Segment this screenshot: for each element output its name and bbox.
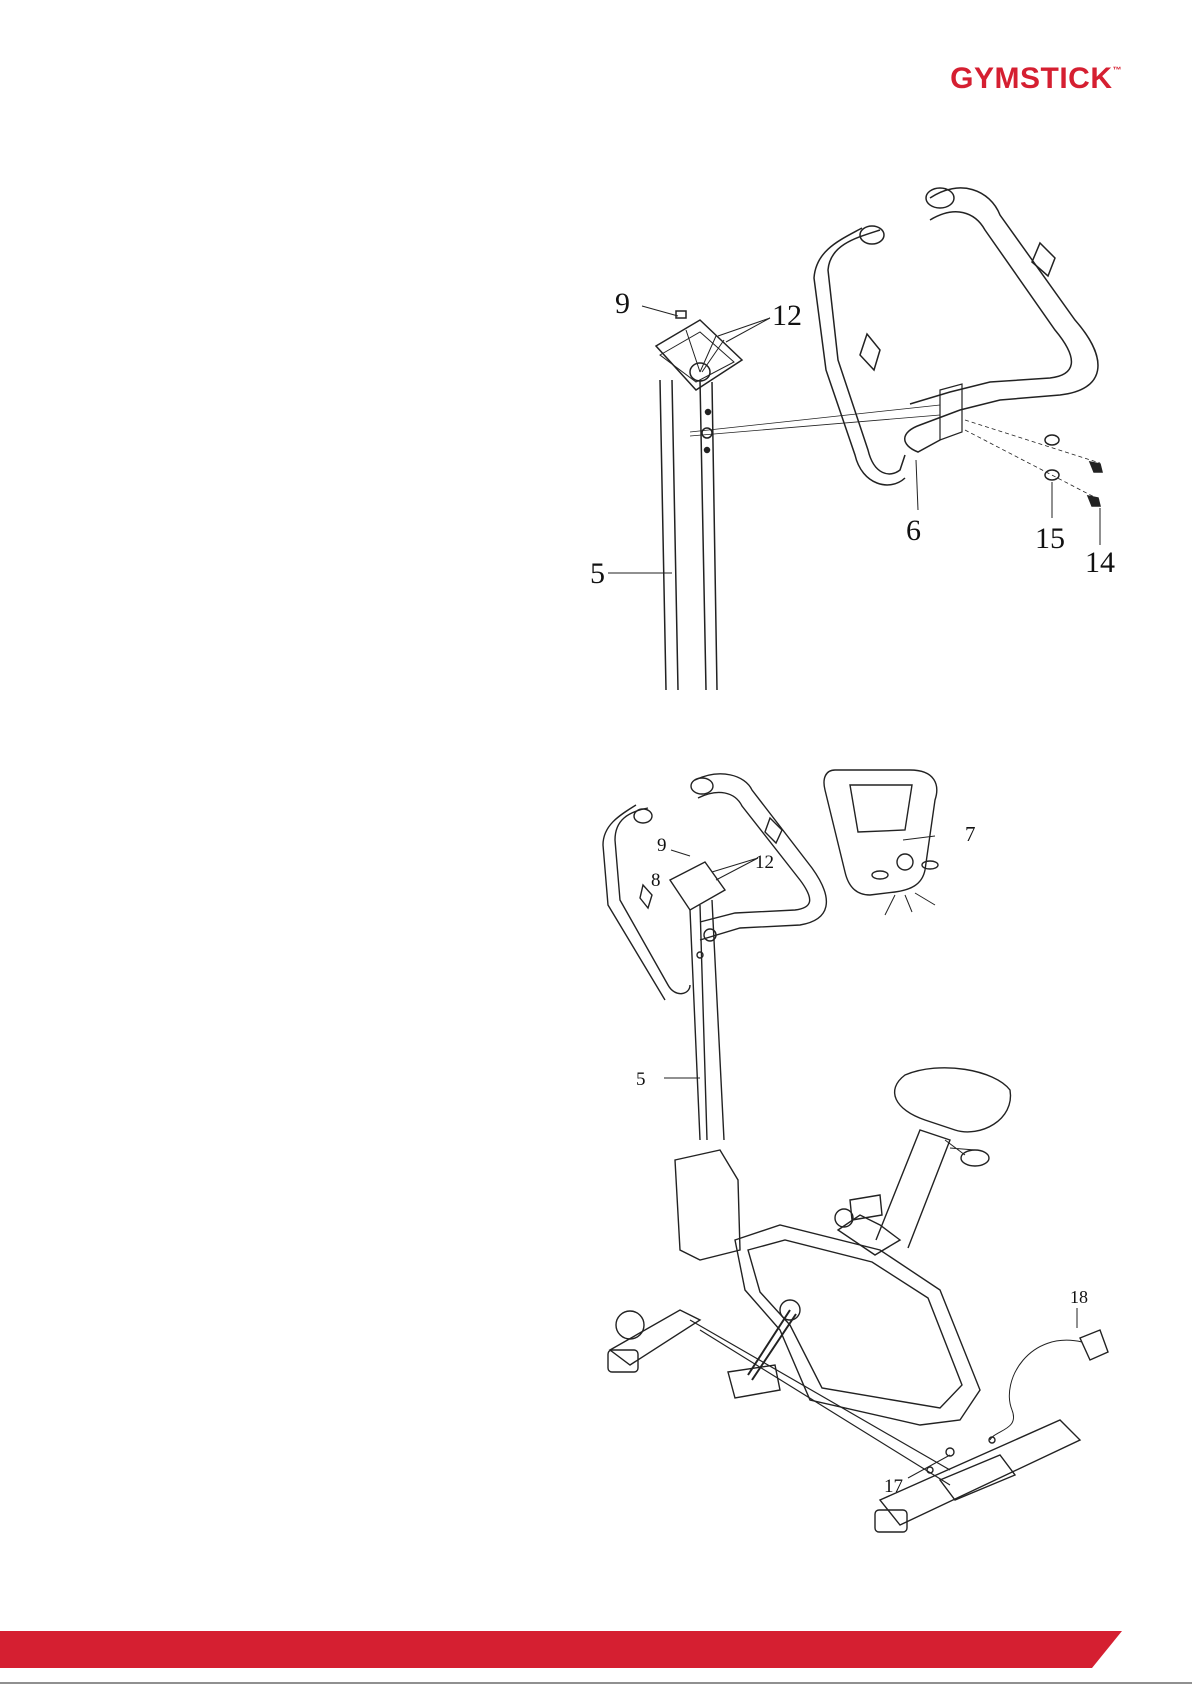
footer-bar xyxy=(0,0,1192,1685)
